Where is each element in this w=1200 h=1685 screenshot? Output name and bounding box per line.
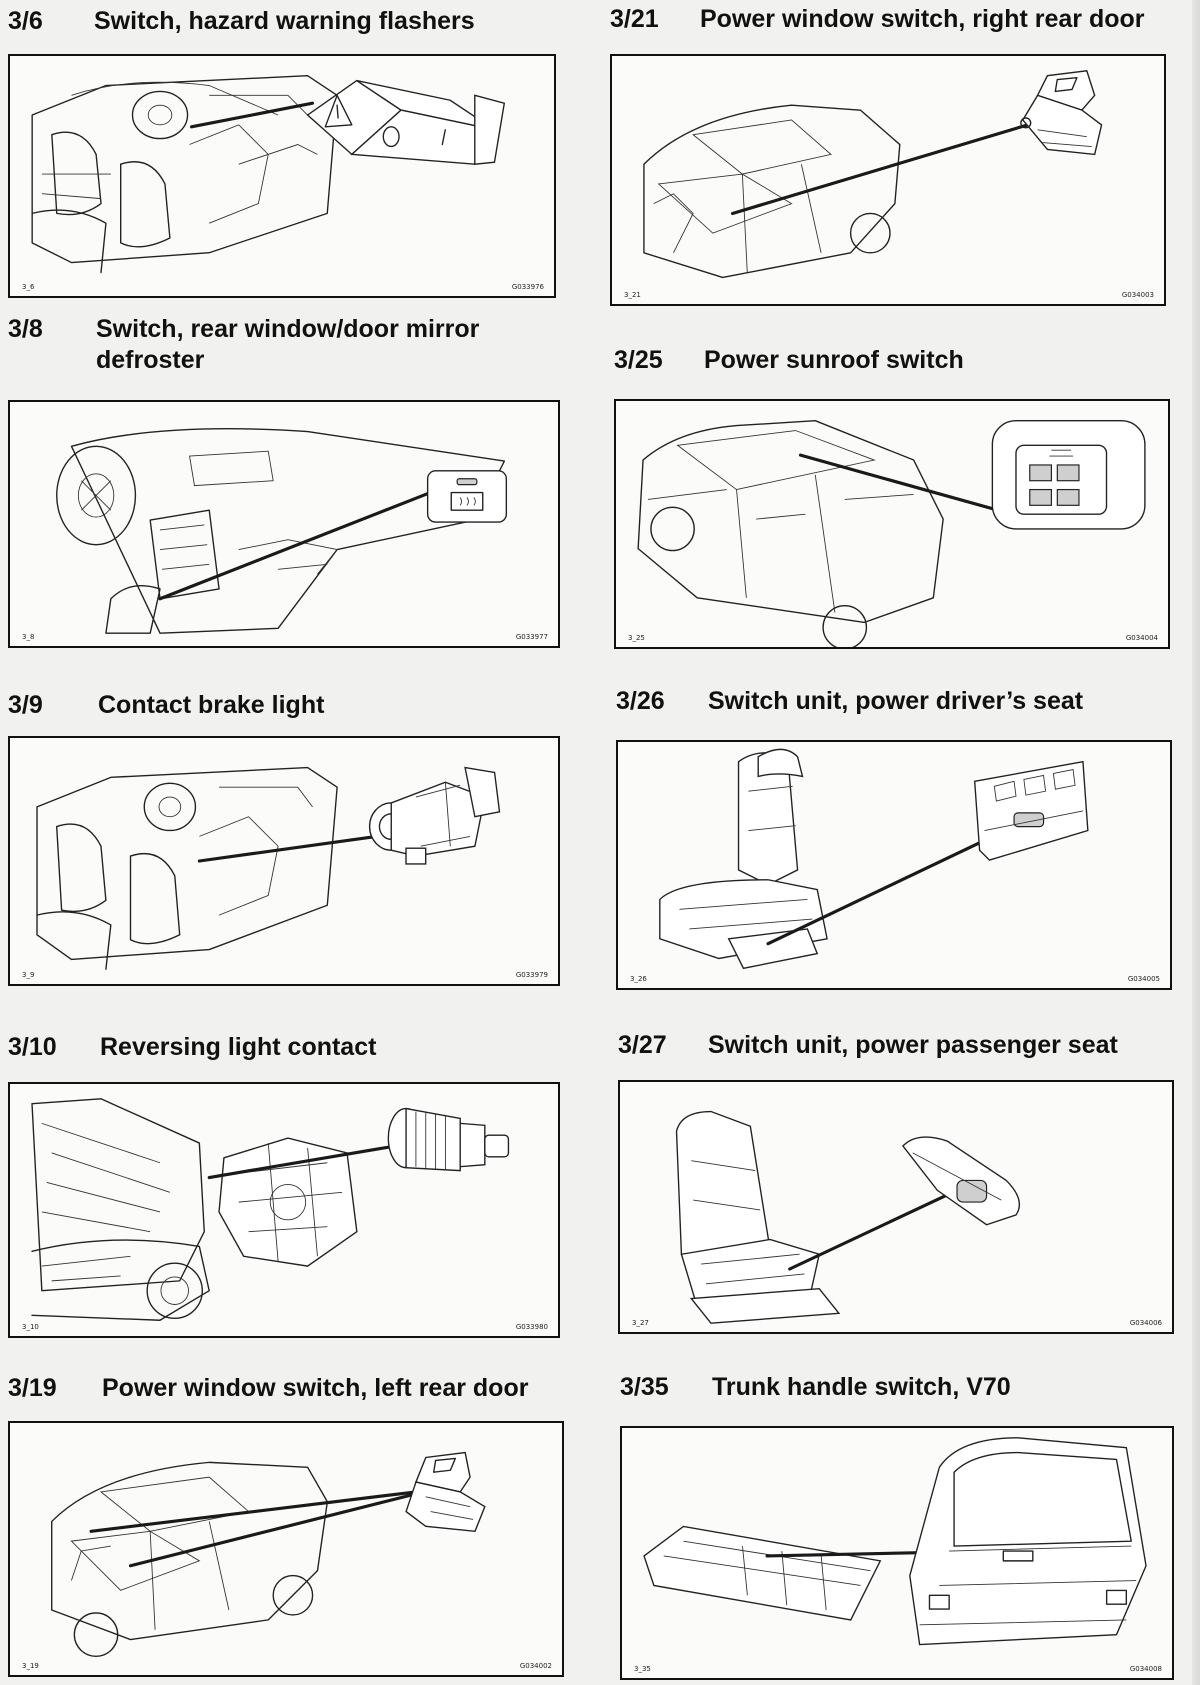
figure-code-right: G034004: [1125, 634, 1158, 642]
figure-code-left: 3_9: [22, 971, 35, 979]
item-number: 3/10: [8, 1033, 57, 1061]
item-title: Trunk handle switch, V70: [712, 1373, 1011, 1401]
hazard-switch-icon: [306, 79, 506, 165]
figure-passenger-seat-switch: 3_27 G034006: [618, 1080, 1174, 1334]
item-3-19: 3/19 Power window switch, left rear door…: [8, 1373, 568, 1685]
car-illustration: [643, 70, 1103, 279]
item-3-35: 3/35 Trunk handle switch, V70 3_35 G0340…: [620, 1372, 1186, 1684]
item-title: Power window switch, left rear door: [102, 1374, 529, 1402]
car-illustration: [637, 419, 1146, 647]
figure-code-right: G033976: [511, 283, 544, 291]
figure-code-right: G034005: [1127, 975, 1160, 983]
figure-code-right: G033977: [515, 633, 548, 641]
figure-code-right: G033979: [515, 971, 548, 979]
item-number: 3/9: [8, 691, 43, 719]
item-3-26: 3/26 Switch unit, power driver’s seat 3_…: [616, 686, 1184, 996]
figure-code-right: G034006: [1129, 1319, 1162, 1327]
figure-code-right: G034003: [1121, 291, 1154, 299]
figure-hazard-switch: 3_6 G033976: [8, 54, 556, 298]
item-3-6: 3/6 Switch, hazard warning flashers: [8, 6, 568, 298]
item-number: 3/8: [8, 315, 43, 343]
figure-code-left: 3_21: [624, 291, 641, 299]
item-number: 3/27: [618, 1031, 667, 1059]
figure-sunroof-switch: 3_25 G034004: [614, 399, 1170, 649]
item-number: 3/25: [614, 346, 663, 374]
seat-illustration: [659, 748, 1089, 970]
figure-brake-light-contact: 3_9 G033979: [8, 736, 560, 986]
figure-defroster-switch: 3_8 G033977: [8, 400, 560, 648]
item-3-25: 3/25 Power sunroof switch 3_25 G034004: [614, 345, 1184, 655]
window-switch-icon: [405, 1451, 486, 1533]
item-title: Power window switch, right rear door: [700, 5, 1145, 33]
item-number: 3/35: [620, 1373, 669, 1401]
item-title: Contact brake light: [98, 691, 325, 719]
interior-illustration: [31, 74, 506, 274]
figure-code-left: 3_6: [22, 283, 35, 291]
dashboard-illustration: [56, 428, 508, 634]
figure-code-left: 3_26: [630, 975, 647, 983]
item-number: 3/21: [610, 5, 659, 33]
item-title: Switch, rear window/door mirror defroste…: [96, 315, 480, 374]
item-3-9: 3/9 Contact brake light 3_9 G033979: [8, 690, 568, 1000]
figure-code-right: G033980: [515, 1323, 548, 1331]
item-title: Switch, hazard warning flashers: [94, 7, 475, 35]
figure-right-rear-window-switch: 3_21 G034003: [610, 54, 1166, 306]
figure-driver-seat-switch: 3_26 G034005: [616, 740, 1172, 990]
engine-bay-illustration: [31, 1098, 510, 1321]
figure-code-left: 3_19: [22, 1662, 39, 1670]
item-number: 3/26: [616, 687, 665, 715]
v70-rear-icon: [909, 1437, 1147, 1646]
item-3-8: 3/8 Switch, rear window/door mirror defr…: [8, 314, 568, 654]
item-title: Switch unit, power passenger seat: [708, 1031, 1118, 1059]
figure-trunk-handle-switch: 3_35 G034008: [620, 1426, 1174, 1680]
seat-switch-unit-icon: [973, 760, 1089, 861]
figure-code-left: 3_27: [632, 1319, 649, 1327]
interior-illustration: [36, 766, 501, 970]
item-3-10: 3/10 Reversing light contact: [8, 1032, 568, 1352]
figure-reversing-light-contact: 3_10 G033980: [8, 1082, 560, 1338]
brake-light-switch-icon: [368, 766, 501, 865]
page-edge-shadow: [1192, 0, 1200, 1685]
figure-code-left: 3_25: [628, 634, 645, 642]
sunroof-switch-icon: [991, 419, 1146, 530]
car-illustration: [51, 1451, 486, 1657]
defroster-switch-icon: [426, 470, 508, 523]
figure-code-left: 3_10: [22, 1323, 39, 1331]
figure-code-right: G034002: [519, 1662, 552, 1670]
item-number: 3/6: [8, 7, 43, 35]
item-title: Switch unit, power driver’s seat: [708, 687, 1084, 715]
figure-code-left: 3_35: [634, 1665, 651, 1673]
item-title: Reversing light contact: [100, 1033, 377, 1061]
item-3-21: 3/21 Power window switch, right rear doo…: [610, 4, 1190, 314]
item-title: Power sunroof switch: [704, 346, 964, 374]
item-number: 3/19: [8, 1374, 57, 1402]
window-switch-icon: [1020, 70, 1103, 156]
figure-code-left: 3_8: [22, 633, 35, 641]
tailgate-illustration: [643, 1437, 1147, 1646]
seat-switch-unit-icon: [901, 1136, 1020, 1226]
item-3-27: 3/27 Switch unit, power passenger seat 3…: [618, 1030, 1184, 1342]
figure-left-rear-window-switch: 3_19 G034002: [8, 1421, 564, 1677]
reversing-switch-icon: [387, 1107, 510, 1172]
figure-code-right: G034008: [1129, 1665, 1162, 1673]
seat-illustration: [675, 1110, 1020, 1324]
